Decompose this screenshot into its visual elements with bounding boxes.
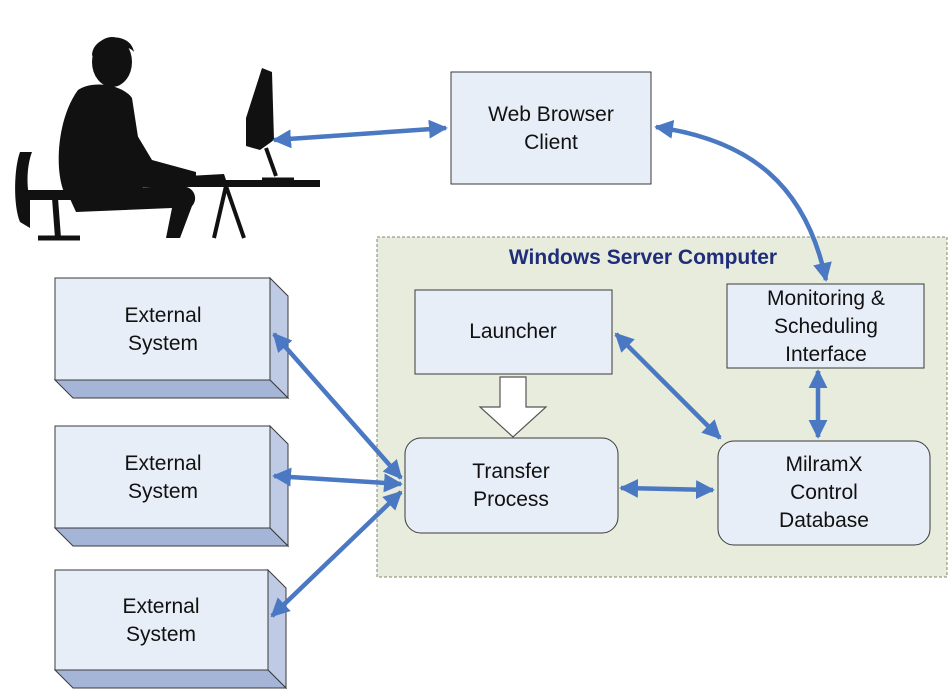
monitoring-scheduling-interface-box: Monitoring & Scheduling Interface xyxy=(726,283,925,369)
monitoring-label-line-2: Scheduling xyxy=(774,315,878,338)
web-browser-client-box: Web Browser Client xyxy=(450,71,652,185)
external-system-box-2: External System xyxy=(53,424,290,548)
launcher-label: Launcher xyxy=(469,320,557,343)
external-system-1-label-line-1: External xyxy=(124,304,201,327)
external-system-box-1: External System xyxy=(53,276,290,400)
transfer-to-database-arrow xyxy=(619,478,715,500)
server-region-title: Windows Server Computer xyxy=(509,246,777,269)
launcher-box: Launcher xyxy=(414,289,613,375)
milramx-control-database-box: MilramX Control Database xyxy=(717,440,931,546)
launcher-to-database-arrow xyxy=(614,332,722,440)
external-system-3-label-line-1: External xyxy=(122,595,199,618)
monitoring-label-line-3: Interface xyxy=(785,343,867,366)
user-at-computer-icon xyxy=(15,37,320,241)
external-system-1-label-line-2: System xyxy=(128,332,198,355)
database-label-line-2: Control xyxy=(790,481,858,504)
external-system-2-label-line-2: System xyxy=(128,480,198,503)
launch-flow-arrow xyxy=(478,376,548,438)
transfer-process-box: Transfer Process xyxy=(404,437,619,534)
monitoring-label-line-1: Monitoring & xyxy=(767,287,885,310)
external-system-box-3: External System xyxy=(53,568,288,690)
web-browser-client-label-line-2: Client xyxy=(524,131,578,154)
database-label-line-1: MilramX xyxy=(786,453,863,476)
browser-to-monitoring-arrow xyxy=(654,119,832,282)
external-system-3-to-transfer-arrow xyxy=(270,490,403,618)
web-browser-client-label-line-1: Web Browser xyxy=(488,103,614,126)
external-system-2-label-line-1: External xyxy=(124,452,201,475)
external-system-3-label-line-2: System xyxy=(126,623,196,646)
user-to-browser-arrow xyxy=(272,119,448,149)
external-system-1-to-transfer-arrow xyxy=(272,332,403,480)
transfer-process-label-line-1: Transfer xyxy=(472,460,549,483)
database-label-line-3: Database xyxy=(779,509,869,532)
transfer-process-label-line-2: Process xyxy=(473,488,549,511)
external-system-2-to-transfer-arrow xyxy=(272,467,403,493)
